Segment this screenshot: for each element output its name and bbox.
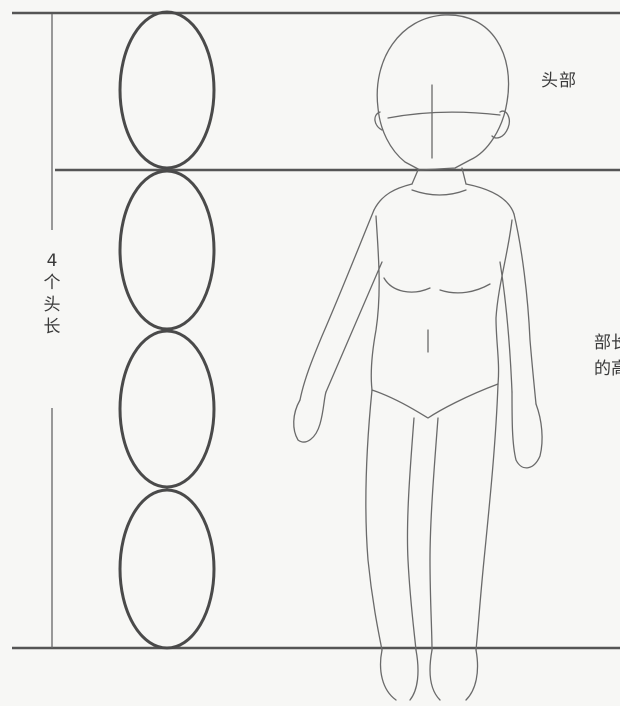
head-unit-oval-4 xyxy=(118,488,216,650)
sketch-leg-right-inner xyxy=(429,417,439,651)
character-sketch xyxy=(293,14,543,701)
sketch-ear-right xyxy=(491,110,510,139)
sketch-leg-left-inner xyxy=(406,417,417,651)
head-part-label: 头部 xyxy=(541,71,577,91)
cut-off-text-line-1: 部长 xyxy=(594,333,620,353)
sketch-face-guide-horizontal xyxy=(387,111,501,119)
four-head-lengths-char-3: 长 xyxy=(43,317,61,337)
sketch-leg-left-outer xyxy=(365,389,383,651)
cut-off-text-line-2: 的高 xyxy=(594,359,620,379)
sketch-ear-left xyxy=(374,111,383,131)
sketch-arm-right-inner xyxy=(499,261,513,393)
sketch-leg-right-outer xyxy=(475,383,499,651)
sketch-arm-right xyxy=(513,213,537,405)
sketch-hand-left xyxy=(293,391,327,443)
sketch-chest xyxy=(383,277,491,294)
sketch-collar xyxy=(411,189,467,196)
sketch-neck xyxy=(411,167,467,185)
sketch-torso-right xyxy=(495,219,513,385)
sketch-torso-left xyxy=(370,215,380,391)
four-head-lengths-char-1: 个 xyxy=(43,273,61,293)
four-head-lengths-label: 4 个 头 长 xyxy=(40,250,64,338)
head-unit-oval-1 xyxy=(118,10,216,170)
four-head-lengths-char-2: 头 xyxy=(43,295,61,315)
sketch-hand-right xyxy=(511,391,543,469)
head-unit-oval-3 xyxy=(118,329,216,489)
sketch-shoulders xyxy=(373,183,515,215)
sketch-hip-line xyxy=(371,383,499,419)
sketch-arm-left xyxy=(299,209,375,401)
head-unit-oval-2 xyxy=(118,169,216,331)
sketch-head xyxy=(376,14,510,171)
sketch-feet xyxy=(379,649,479,701)
sketch-arm-left-inner xyxy=(325,261,383,393)
four-head-lengths-number: 4 xyxy=(46,251,58,271)
